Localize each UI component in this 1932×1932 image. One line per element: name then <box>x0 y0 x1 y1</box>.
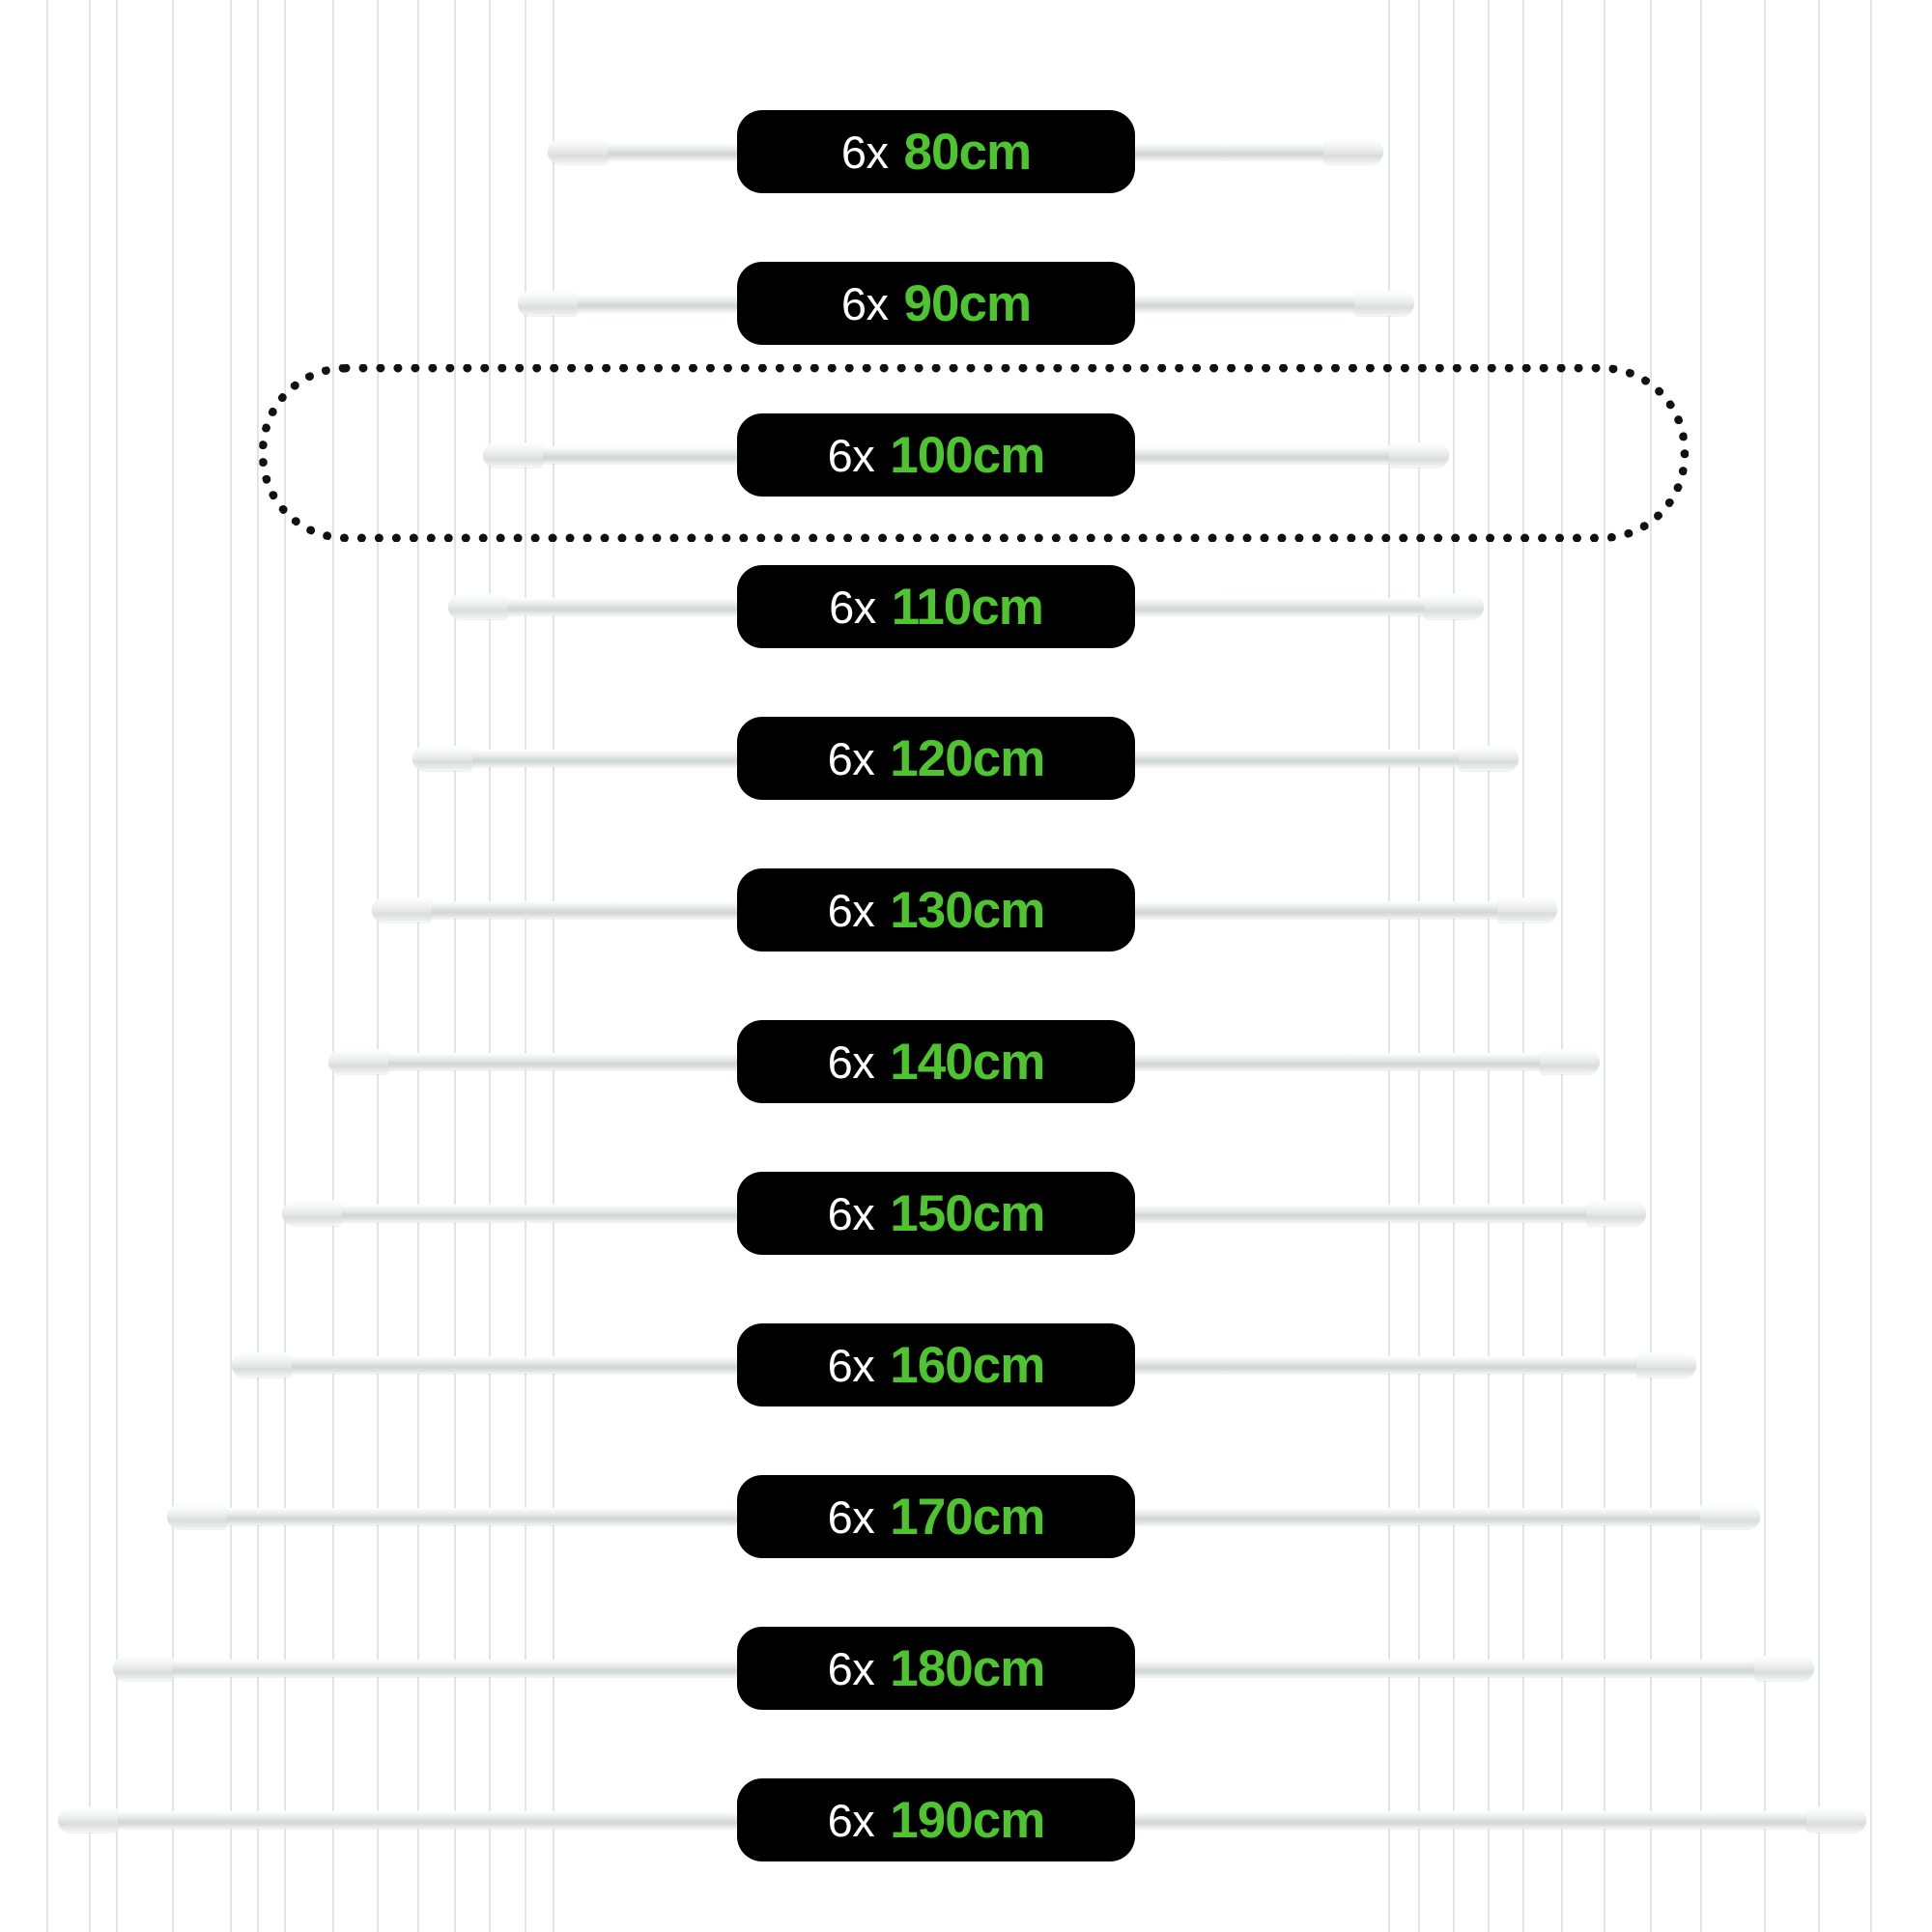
quantity-text: 6x <box>827 732 875 784</box>
size-label-badge[interactable]: 6x 110cm <box>737 565 1135 648</box>
rod-row[interactable]: 6x 170cm <box>0 1439 1932 1594</box>
rod-end-cap-left <box>167 1504 227 1529</box>
rod-end-cap-right <box>1459 746 1519 771</box>
rod-end-cap-left <box>328 1049 388 1074</box>
size-text: 120cm <box>890 729 1045 787</box>
rod-row[interactable]: 6x 190cm <box>0 1743 1932 1897</box>
quantity-text: 6x <box>840 126 889 178</box>
size-label-badge[interactable]: 6x 100cm <box>737 413 1135 497</box>
rod-row[interactable]: 6x 180cm <box>0 1591 1932 1746</box>
size-label-badge[interactable]: 6x 120cm <box>737 717 1135 800</box>
rod-end-cap-right <box>1700 1504 1760 1529</box>
rod-row[interactable]: 6x 80cm <box>0 74 1932 229</box>
rod-end-cap-right <box>1424 594 1484 619</box>
size-text: 80cm <box>903 123 1033 181</box>
rod-end-cap-right <box>1636 1352 1696 1378</box>
size-text: 150cm <box>890 1184 1045 1242</box>
size-label-badge[interactable]: 6x 190cm <box>737 1778 1135 1861</box>
rod-end-cap-right <box>1497 897 1557 923</box>
rod-end-cap-right <box>1540 1049 1600 1074</box>
size-label-badge[interactable]: 6x 140cm <box>737 1020 1135 1103</box>
rod-end-cap-left <box>548 139 608 164</box>
size-label-badge[interactable]: 6x 80cm <box>737 110 1135 193</box>
rod-end-cap-left <box>232 1352 292 1378</box>
size-text: 170cm <box>890 1488 1045 1546</box>
quantity-text: 6x <box>829 581 876 633</box>
rod-end-cap-right <box>1754 1656 1814 1681</box>
rod-row[interactable]: 6x 130cm <box>0 833 1932 987</box>
quantity-text: 6x <box>827 884 875 936</box>
rod-row[interactable]: 6x 140cm <box>0 984 1932 1139</box>
size-text: 130cm <box>890 881 1045 939</box>
rod-end-cap-left <box>58 1807 118 1833</box>
rod-end-cap-right <box>1806 1807 1866 1833</box>
quantity-text: 6x <box>827 1642 875 1694</box>
rod-end-cap-right <box>1323 139 1383 164</box>
size-label-badge[interactable]: 6x 150cm <box>737 1172 1135 1255</box>
rod-end-cap-right <box>1389 442 1449 468</box>
size-label-badge[interactable]: 6x 160cm <box>737 1323 1135 1406</box>
quantity-text: 6x <box>840 277 889 329</box>
size-text: 90cm <box>903 274 1033 332</box>
rod-end-cap-right <box>1354 291 1414 316</box>
rod-end-cap-left <box>518 291 578 316</box>
rod-row[interactable]: 6x 90cm <box>0 226 1932 381</box>
rod-end-cap-left <box>282 1201 342 1226</box>
rod-row[interactable]: 6x 150cm <box>0 1136 1932 1291</box>
size-text: 110cm <box>891 578 1044 636</box>
quantity-text: 6x <box>827 1036 875 1088</box>
size-label-badge[interactable]: 6x 130cm <box>737 868 1135 952</box>
quantity-text: 6x <box>827 1794 875 1846</box>
size-label-badge[interactable]: 6x 180cm <box>737 1627 1135 1710</box>
size-text: 140cm <box>890 1033 1045 1091</box>
rod-end-cap-left <box>372 897 432 923</box>
rod-end-cap-left <box>113 1656 173 1681</box>
size-label-badge[interactable]: 6x 170cm <box>737 1475 1135 1558</box>
size-text: 160cm <box>890 1336 1045 1394</box>
rod-row[interactable]: 6x 100cm <box>0 378 1932 532</box>
rod-end-cap-right <box>1586 1201 1646 1226</box>
size-text: 180cm <box>890 1639 1045 1697</box>
size-text: 100cm <box>890 426 1045 484</box>
quantity-text: 6x <box>827 1491 875 1543</box>
rod-row[interactable]: 6x 110cm <box>0 529 1932 684</box>
rod-row[interactable]: 6x 120cm <box>0 681 1932 836</box>
rod-end-cap-left <box>483 442 543 468</box>
rod-row[interactable]: 6x 160cm <box>0 1288 1932 1442</box>
size-text: 190cm <box>890 1791 1045 1849</box>
size-label-badge[interactable]: 6x 90cm <box>737 262 1135 345</box>
quantity-text: 6x <box>827 1339 875 1391</box>
rod-end-cap-left <box>412 746 472 771</box>
rod-end-cap-left <box>448 594 508 619</box>
quantity-text: 6x <box>827 429 875 481</box>
quantity-text: 6x <box>827 1187 875 1239</box>
